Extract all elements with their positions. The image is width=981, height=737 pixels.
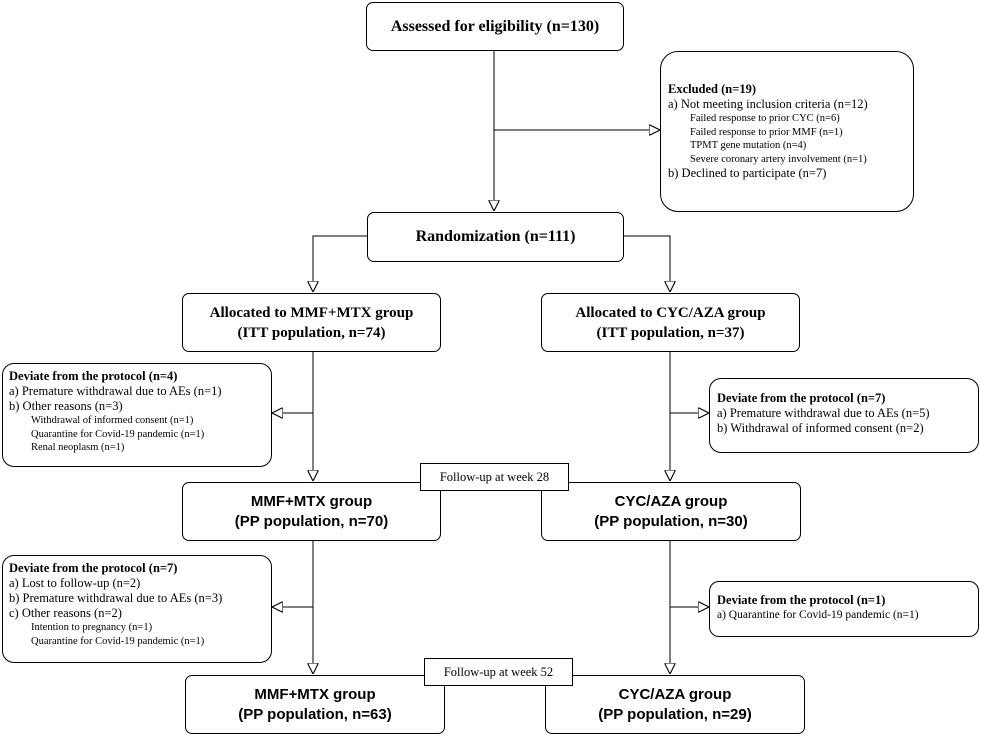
excluded-box: Excluded (n=19) a) Not meeting inclusion… [660,51,914,212]
deviation-left-1-box: Deviate from the protocol (n=4) a) Prema… [2,363,272,467]
followup-52-label: Follow-up at week 52 [443,664,554,679]
deviation-right-2-box: Deviate from the protocol (n=1) a) Quara… [709,581,979,637]
deviation-right-1-box: Deviate from the protocol (n=7) a) Prema… [709,378,979,453]
arrow-randomization-to-left [313,235,367,292]
deviation-item: Withdrawal of informed consent (n=1) [31,415,194,426]
deviation-reason: c) Other reasons (n=2) [9,606,122,620]
deviation-title: Deviate from the protocol (n=7) [717,391,886,405]
followup-52-label-box: Follow-up at week 52 [424,658,573,686]
excluded-reason-a: a) Not meeting inclusion criteria (n=12) [668,97,868,111]
followup-28-label: Follow-up at week 28 [439,469,550,484]
excluded-item: Severe coronary artery involvement (n=1) [690,153,867,165]
assessed-box: Assessed for eligibility (n=130) [366,2,624,51]
deviation-item: Quarantine for Covid-19 pandemic (n=1) [31,635,205,647]
deviation-reason: b) Withdrawal of informed consent (n=2) [717,421,924,435]
excluded-item: Failed response to prior CYC (n=6) [690,113,840,124]
followup-28-label-box: Follow-up at week 28 [420,463,569,491]
allocation-left-line1: Allocated to MMF+MTX group [209,304,414,321]
deviation-reason: a) Lost to follow-up (n=2) [9,576,141,590]
pp-right-52-line2: (PP population, n=29) [598,705,752,723]
pp-left-52-line2: (PP population, n=63) [238,705,392,723]
allocation-right-line2: (ITT population, n=37) [596,324,745,341]
excluded-item: Failed response to prior MMF (n=1) [690,126,843,138]
deviation-title: Deviate from the protocol (n=1) [717,593,886,607]
pp-right-28-line1: CYC/AZA group [614,492,728,510]
deviation-reason: a) Premature withdrawal due to AEs (n=1) [9,384,222,398]
deviation-title: Deviate from the protocol (n=4) [9,369,178,383]
pp-right-28-line2: (PP population, n=30) [594,512,748,530]
pp-right-52-box: CYC/AZA group (PP population, n=29) [545,675,805,734]
randomization-box: Randomization (n=111) [367,212,624,262]
excluded-item: TPMT gene mutation (n=4) [690,140,807,151]
deviation-title: Deviate from the protocol (n=7) [9,561,178,575]
deviation-left-2-box: Deviate from the protocol (n=7) a) Lost … [2,555,272,663]
pp-right-52-line1: CYC/AZA group [618,685,732,703]
allocation-left-box: Allocated to MMF+MTX group (ITT populati… [182,293,441,352]
deviation-reason: a) Premature withdrawal due to AEs (n=5) [717,406,930,420]
pp-left-52-line1: MMF+MTX group [254,685,376,703]
deviation-item: Quarantine for Covid-19 pandemic (n=1) [31,428,205,440]
assessed-label: Assessed for eligibility (n=130) [390,17,600,35]
pp-left-28-box: MMF+MTX group (PP population, n=70) [182,482,441,541]
randomization-label: Randomization (n=111) [415,228,576,245]
deviation-reason: b) Premature withdrawal due to AEs (n=3) [9,591,223,605]
allocation-right-line1: Allocated to CYC/AZA group [575,304,766,321]
pp-left-28-line1: MMF+MTX group [250,492,373,510]
deviation-reason: a) Quarantine for Covid-19 pandemic (n=1… [717,609,919,621]
allocation-left-line2: (ITT population, n=74) [237,324,386,341]
arrow-randomization-to-right [624,235,670,292]
pp-right-28-box: CYC/AZA group (PP population, n=30) [541,482,801,541]
pp-left-28-line2: (PP population, n=70) [234,512,389,530]
deviation-item: Intention to pregnancy (n=1) [31,622,153,633]
excluded-title: Excluded (n=19) [668,82,757,96]
deviation-item: Renal neoplasm (n=1) [31,442,125,453]
allocation-right-box: Allocated to CYC/AZA group (ITT populati… [541,293,800,352]
pp-left-52-box: MMF+MTX group (PP population, n=63) [185,675,445,734]
excluded-reason-b: b) Declined to participate (n=7) [668,166,827,180]
deviation-reason: b) Other reasons (n=3) [9,399,123,413]
